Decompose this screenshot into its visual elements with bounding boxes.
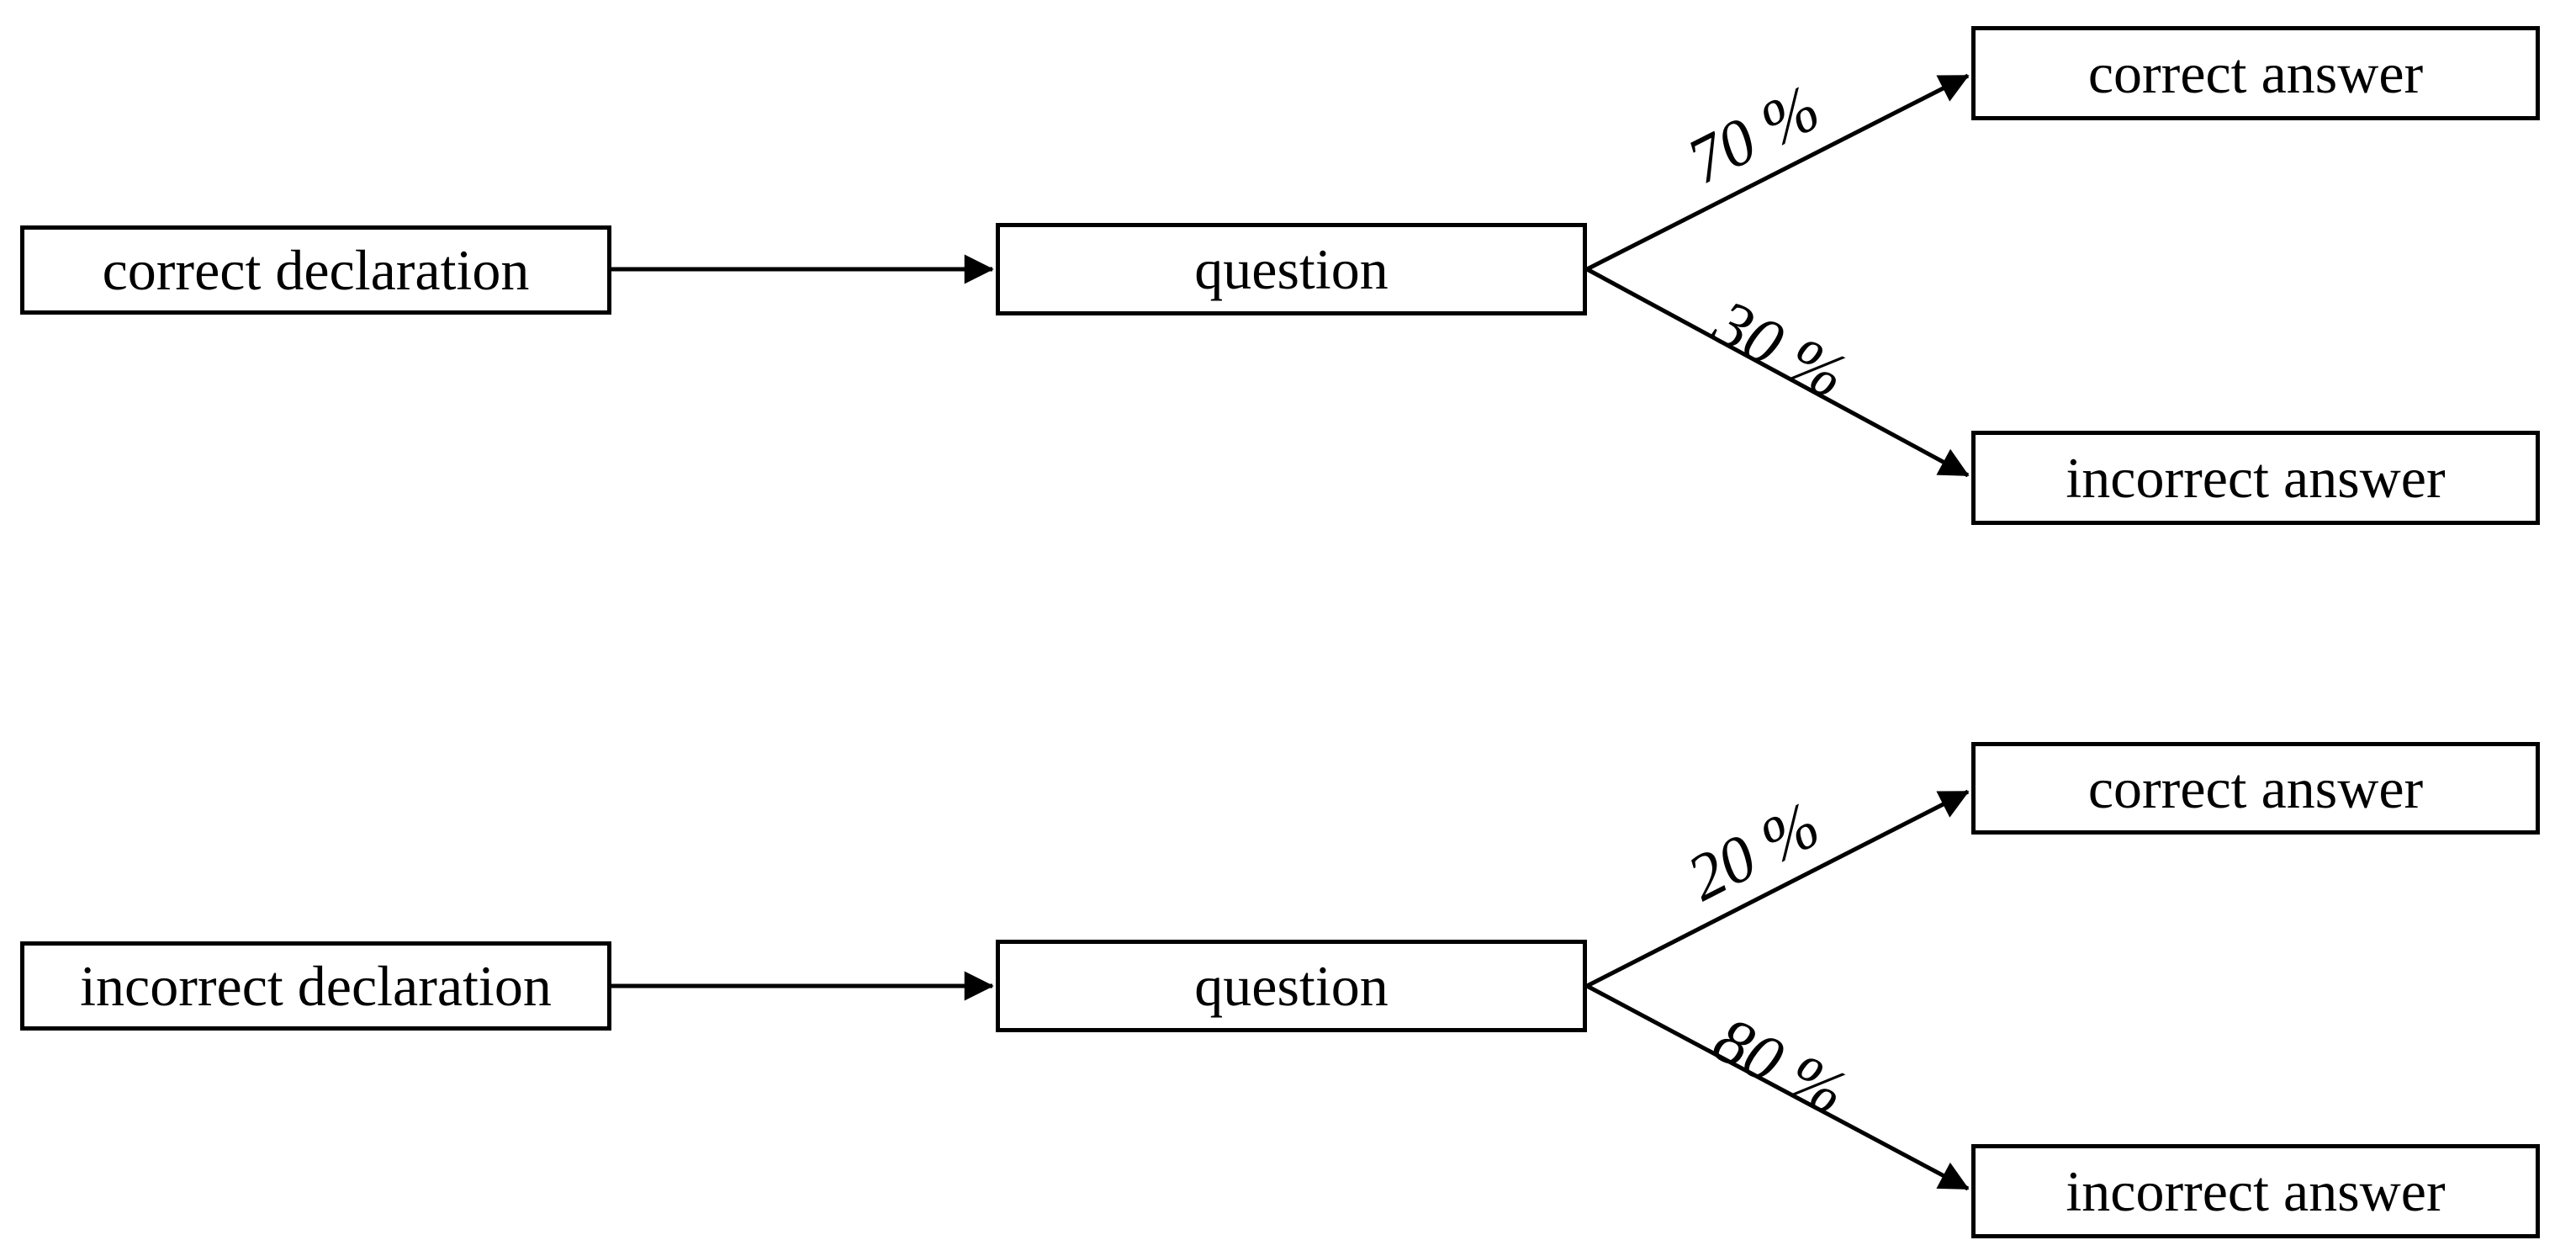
question-box-flow2: question [996,940,1587,1032]
arrow-flow2-question-to-incorrect-answer [1585,983,1970,1191]
incorrect-declaration-box: incorrect declaration [20,941,611,1031]
incorrect-answer-box-flow2: incorrect answer [1971,1144,2540,1238]
arrow-flow1-question-to-correct-answer [1585,73,1970,272]
incorrect-answer-box-flow1: incorrect answer [1971,431,2540,525]
arrow-flow2-question-to-correct-answer [1585,789,1970,988]
correct-answer-box-flow1: correct answer [1971,26,2540,120]
correct-declaration-box: correct declaration [20,225,611,315]
arrow-flow1-question-to-incorrect-answer [1585,267,1970,478]
correct-answer-box-flow2: correct answer [1971,742,2540,835]
question-box-flow1: question [996,223,1587,315]
